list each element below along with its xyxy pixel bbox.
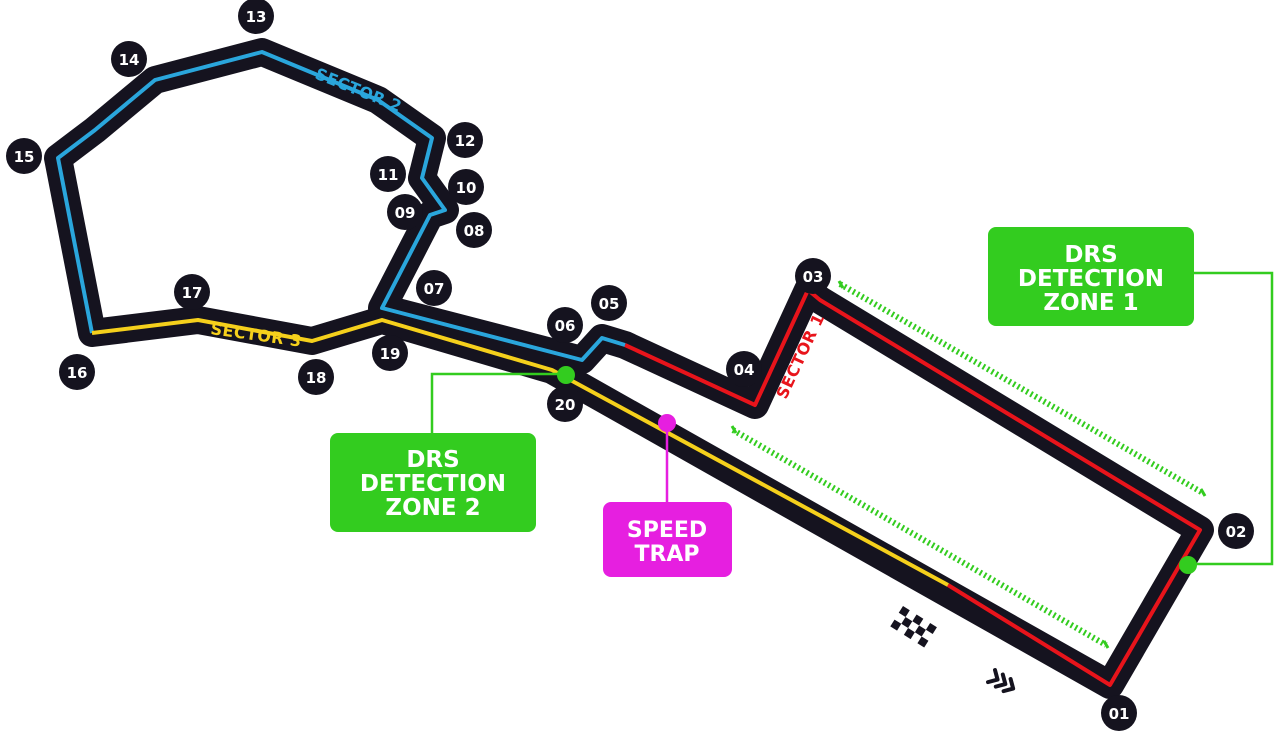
corner-06-marker: 06 — [547, 307, 583, 343]
corner-09-marker: 09 — [387, 194, 423, 230]
speed-trap-line-1: SPEED — [627, 518, 707, 543]
drs-zone-1-connector — [1192, 271, 1274, 566]
corner-10-label: 10 — [456, 179, 477, 197]
drs-zone-cap-2b — [1102, 640, 1110, 649]
corner-16-marker: 16 — [59, 354, 95, 390]
corner-11-label: 11 — [378, 166, 399, 184]
corner-01-marker: 01 — [1101, 695, 1137, 731]
drs-zones — [730, 280, 1207, 649]
corner-08-marker: 08 — [456, 212, 492, 248]
corner-01-label: 01 — [1109, 705, 1130, 723]
corner-06-label: 06 — [555, 317, 576, 335]
callout-connectors — [430, 271, 1274, 566]
corner-19-marker: 19 — [372, 335, 408, 371]
checkered-flag-icon — [890, 606, 937, 648]
corner-07-marker: 07 — [416, 270, 452, 306]
sector-2-line — [56, 50, 626, 362]
corner-14-marker: 14 — [111, 41, 147, 77]
sector-lines — [56, 50, 1202, 687]
corner-17-marker: 17 — [174, 274, 210, 310]
corner-12-label: 12 — [455, 132, 476, 150]
drs-zone-line-2 — [731, 427, 1108, 648]
corner-15-label: 15 — [14, 148, 35, 166]
corner-15-marker: 15 — [6, 138, 42, 174]
drs-zone-2-connector — [430, 372, 566, 435]
speed-trap-callout: SPEED TRAP — [603, 502, 732, 577]
drs-zone-2-line-3: ZONE 2 — [385, 495, 480, 521]
corner-10-marker: 10 — [448, 169, 484, 205]
drs-zone-1-line-1: DRS — [1064, 242, 1117, 268]
speed-trap-box — [603, 502, 732, 577]
corner-07-label: 07 — [424, 280, 445, 298]
drs-zone-1-line-2: DETECTION — [1018, 266, 1164, 292]
corner-19-label: 19 — [380, 345, 401, 363]
corner-12-marker: 12 — [447, 122, 483, 158]
drs-zone-1-box — [988, 227, 1194, 326]
drs-zone-2-line-2: DETECTION — [360, 471, 506, 497]
corner-11-marker: 11 — [370, 156, 406, 192]
chevron-right-icon — [986, 668, 1016, 694]
corner-16-label: 16 — [67, 364, 88, 382]
drs-zone-cap-1b — [1199, 488, 1207, 497]
corner-02-marker: 02 — [1218, 513, 1254, 549]
track — [44, 38, 1214, 699]
drs-zone-2-line-1: DRS — [406, 447, 459, 473]
drs-zone-cap-1a — [837, 280, 845, 289]
sector-1-line — [624, 288, 1202, 687]
track-outline — [44, 38, 1214, 699]
corner-14-label: 14 — [119, 51, 140, 69]
corner-03-label: 03 — [803, 268, 824, 286]
corner-20-marker: 20 — [547, 386, 583, 422]
speed-trap-line-2: TRAP — [634, 542, 699, 567]
corner-18-marker: 18 — [298, 359, 334, 395]
drs-detection-point-1 — [1179, 556, 1197, 574]
corner-03-marker: 03 — [795, 258, 831, 294]
corner-05-marker: 05 — [591, 285, 627, 321]
corner-markers: 01 02 03 04 05 06 07 08 09 10 11 12 13 1… — [6, 0, 1254, 731]
corner-18-label: 18 — [306, 369, 327, 387]
drs-zone-2-callout: DRS DETECTION ZONE 2 — [330, 433, 536, 532]
corner-17-label: 17 — [182, 284, 203, 302]
drs-detection-point-2 — [557, 366, 575, 384]
corner-13-label: 13 — [246, 8, 267, 26]
corner-04-label: 04 — [734, 361, 755, 379]
speed-trap-point — [658, 414, 676, 432]
drs-zone-2-box — [330, 433, 536, 532]
sector-3-line — [91, 318, 949, 587]
track-points — [557, 366, 1197, 574]
drs-zone-1-callout: DRS DETECTION ZONE 1 — [988, 227, 1194, 326]
corner-09-label: 09 — [395, 204, 416, 222]
corner-08-label: 08 — [464, 222, 485, 240]
corner-13-marker: 13 — [238, 0, 274, 34]
corner-02-label: 02 — [1226, 523, 1247, 541]
drs-zone-cap-2a — [730, 425, 738, 434]
drs-zone-1-line-3: ZONE 1 — [1043, 290, 1138, 316]
corner-20-label: 20 — [555, 396, 576, 414]
corner-04-marker: 04 — [726, 351, 762, 387]
corner-05-label: 05 — [599, 295, 620, 313]
